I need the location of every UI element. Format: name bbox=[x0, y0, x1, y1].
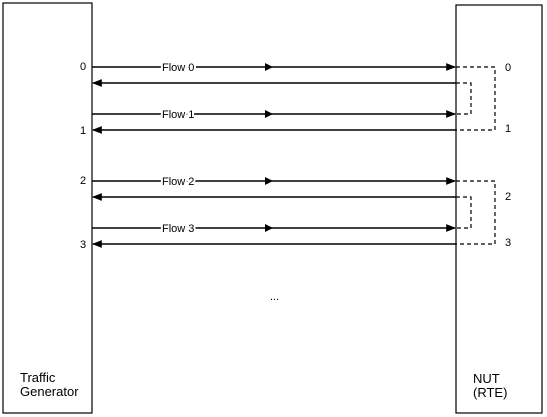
loopback-inner-2-3 bbox=[456, 196, 472, 229]
flow-2-label: Flow 2 bbox=[162, 176, 194, 188]
nut-box bbox=[455, 4, 543, 414]
nut-label-line1: NUT bbox=[473, 371, 500, 386]
more-flows-ellipsis: ... bbox=[270, 291, 279, 303]
right-port-2: 2 bbox=[505, 191, 511, 203]
left-port-1: 1 bbox=[80, 125, 86, 137]
left-port-2: 2 bbox=[80, 175, 86, 187]
left-port-0: 0 bbox=[80, 61, 86, 73]
right-port-1: 1 bbox=[505, 123, 511, 135]
loopback-outer-0-1 bbox=[456, 66, 496, 131]
traffic-generator-label-line2: Generator bbox=[20, 384, 79, 399]
flow-3-label: Flow 3 bbox=[162, 223, 194, 235]
traffic-generator-label-line1: Traffic bbox=[20, 370, 56, 385]
right-port-0: 0 bbox=[505, 62, 511, 74]
traffic-generator-box bbox=[2, 2, 93, 414]
loopback-outer-2-3 bbox=[456, 180, 496, 245]
flow-0-mid-arrowhead-1 bbox=[265, 63, 273, 71]
flow-0-label: Flow 0 bbox=[162, 62, 194, 74]
flow-1-mid-arrowhead bbox=[265, 110, 273, 118]
flow-2-mid-arrowhead bbox=[265, 177, 273, 185]
right-port-3: 3 bbox=[505, 237, 511, 249]
nut-label-line2: (RTE) bbox=[473, 385, 507, 400]
flow-3-mid-arrowhead bbox=[265, 224, 273, 232]
loopback-inner-0-1 bbox=[456, 82, 472, 115]
flow-1-label: Flow 1 bbox=[162, 109, 194, 121]
left-port-3: 3 bbox=[80, 239, 86, 251]
